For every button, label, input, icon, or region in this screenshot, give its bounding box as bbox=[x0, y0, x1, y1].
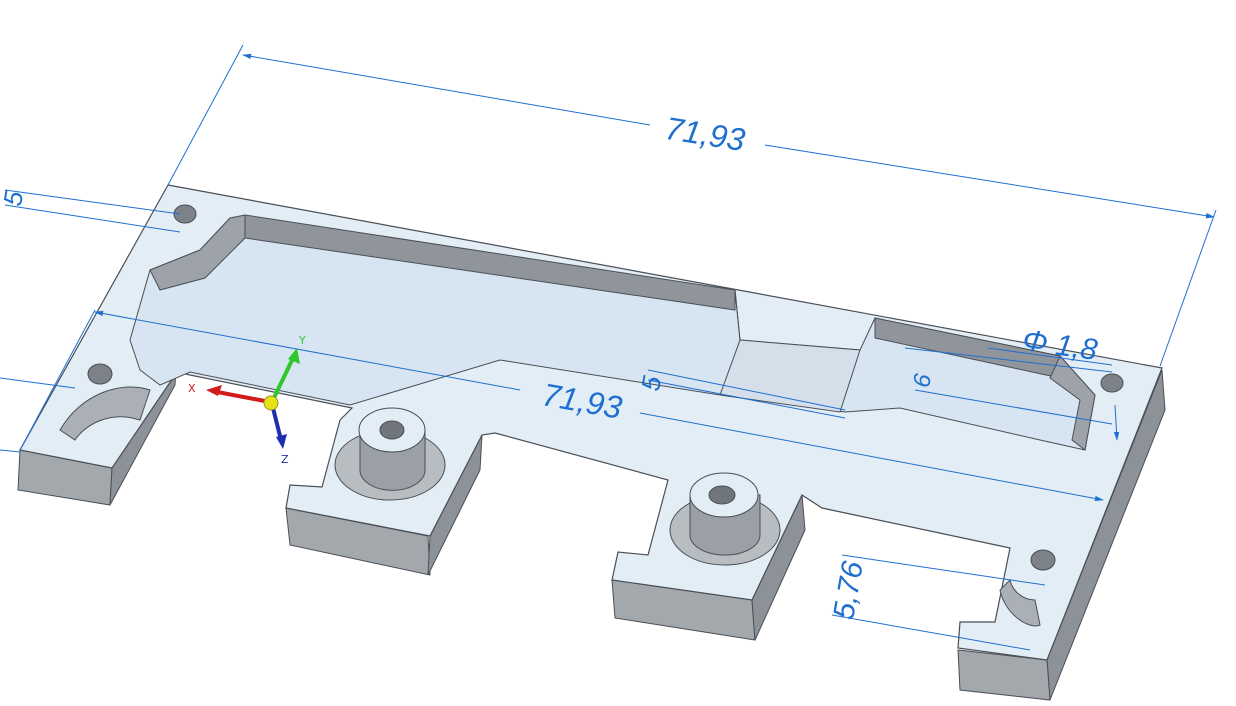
x-axis-label: X bbox=[188, 382, 196, 395]
origin-sphere[interactable] bbox=[263, 395, 279, 411]
mount-hole bbox=[87, 363, 113, 385]
coordinate-triad[interactable]: X Y Z bbox=[188, 334, 306, 466]
pocket-floor bbox=[129, 217, 1096, 451]
dim-center-small: 5 bbox=[635, 373, 667, 393]
mount-hole bbox=[1100, 373, 1124, 393]
y-axis-arrow bbox=[270, 355, 296, 403]
standoff-left bbox=[334, 407, 446, 501]
x-axis-arrow bbox=[211, 389, 271, 404]
mount-hole bbox=[1030, 549, 1056, 571]
mount-hole bbox=[173, 204, 197, 224]
standoff-right bbox=[669, 472, 781, 566]
dim-top-length: 71,93 bbox=[663, 110, 748, 158]
dim-lower-right: 5,76 bbox=[827, 558, 870, 622]
part-body[interactable] bbox=[17, 184, 1166, 701]
z-axis-label: Z bbox=[281, 453, 289, 466]
dim-right-small: 6 bbox=[908, 371, 937, 389]
dimension-annotations[interactable] bbox=[0, 44, 1217, 651]
dim-upper-left-small: 5 bbox=[0, 188, 29, 208]
y-axis-label: Y bbox=[298, 334, 306, 347]
